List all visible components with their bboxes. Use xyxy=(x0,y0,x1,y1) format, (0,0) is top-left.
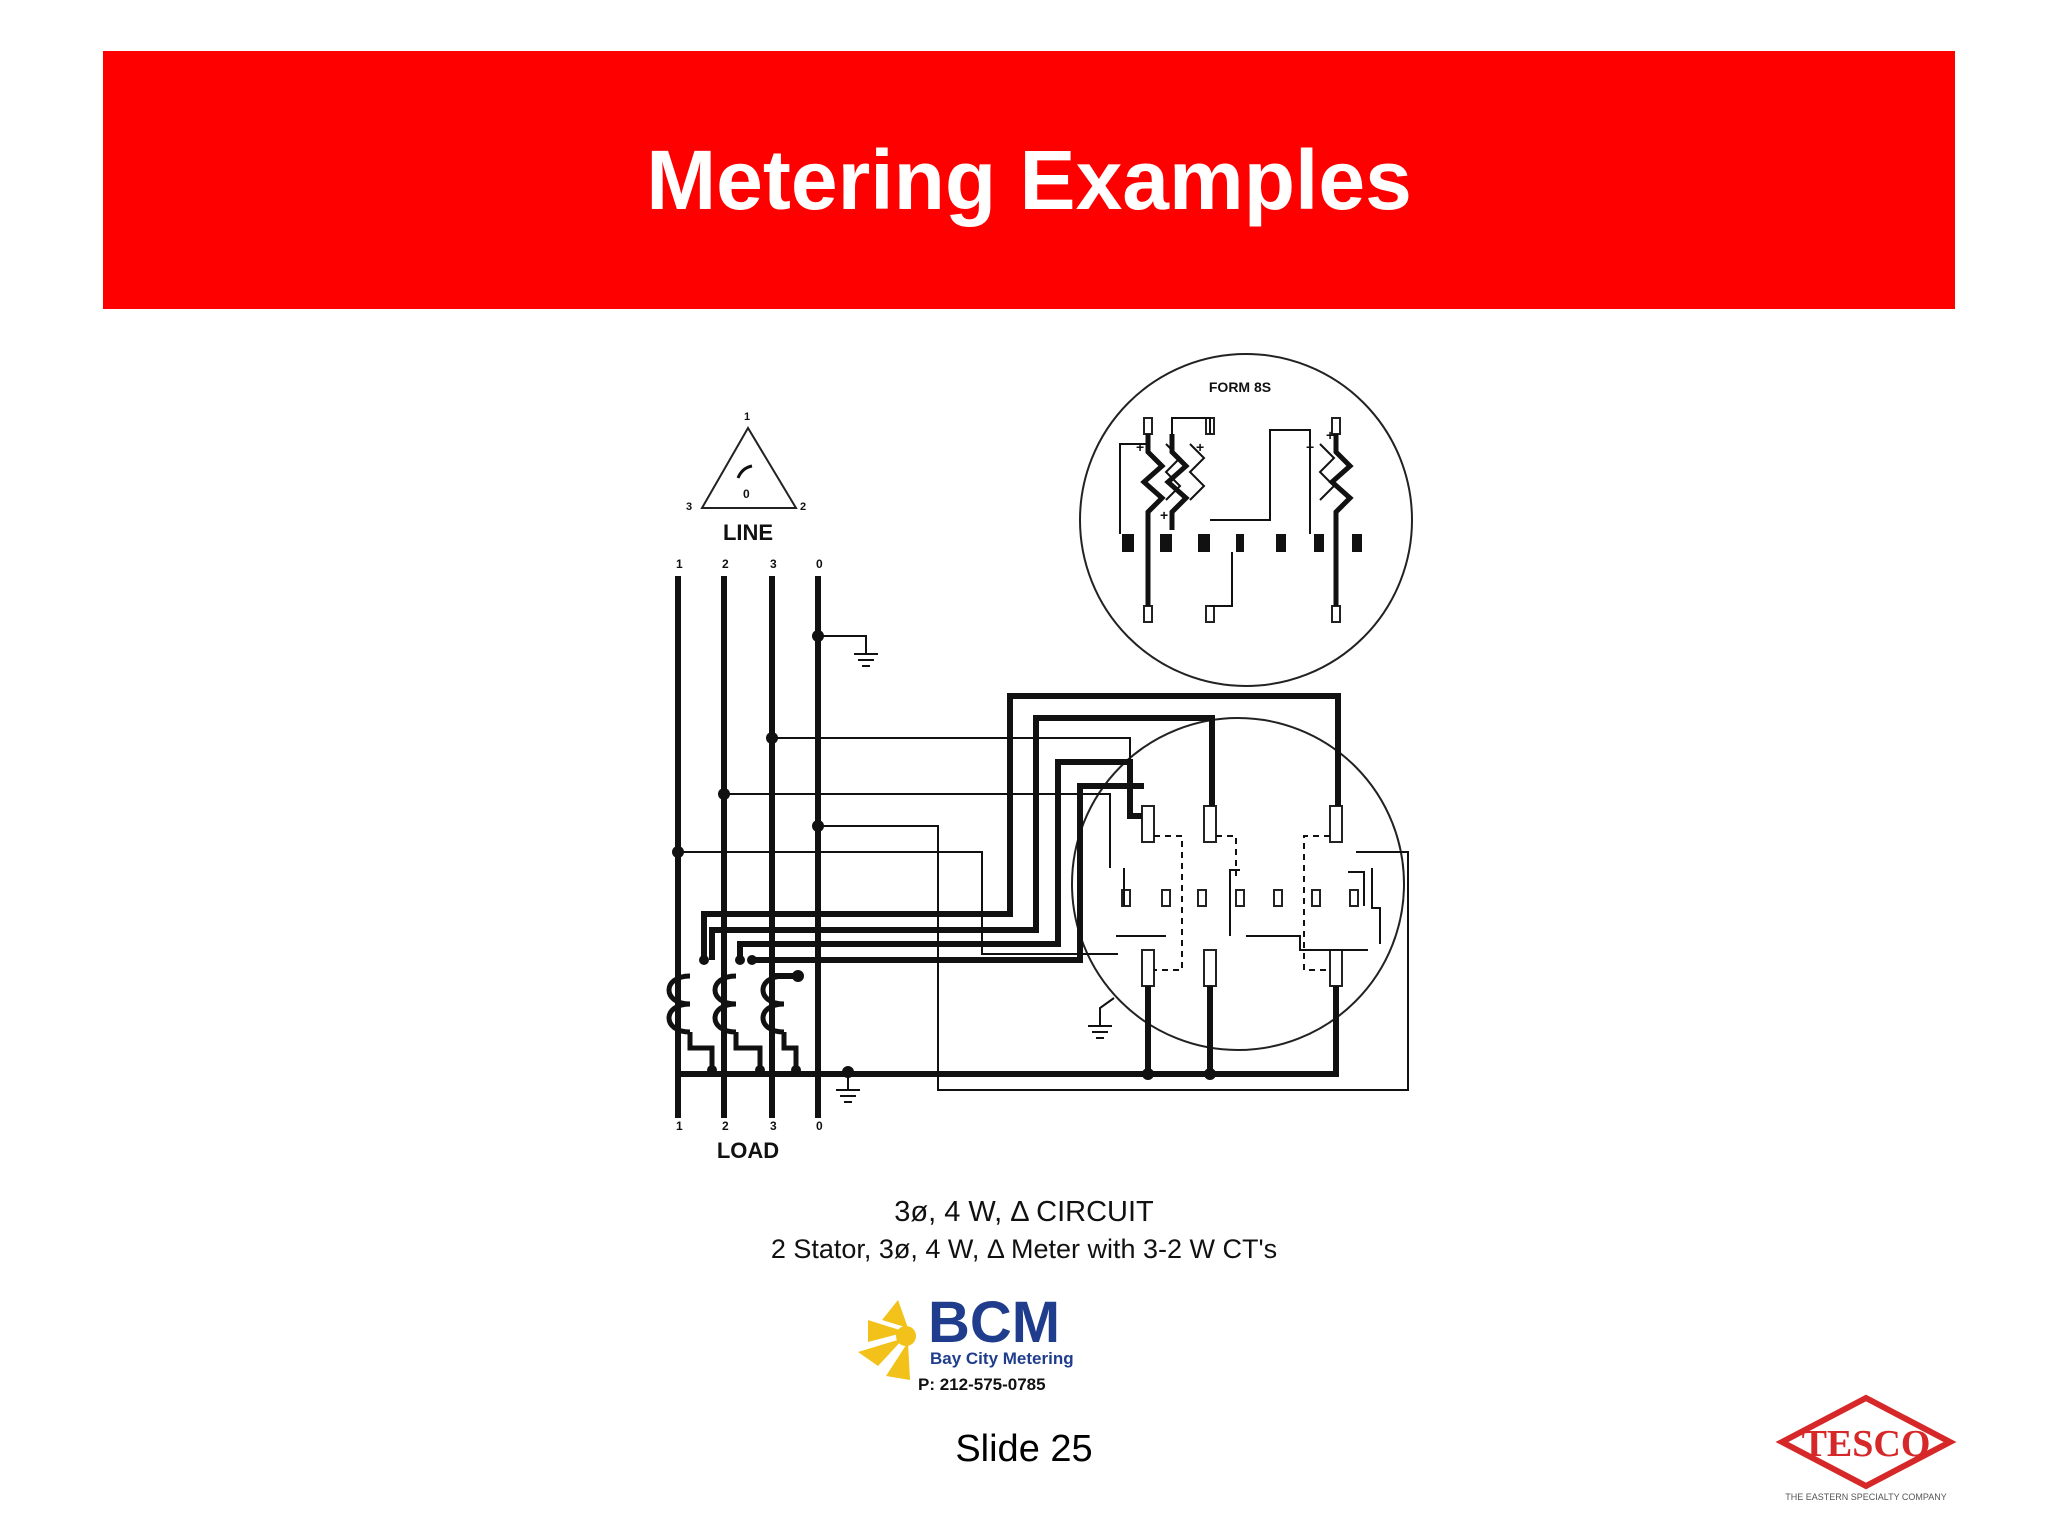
svg-text:P: 212-575-0785: P: 212-575-0785 xyxy=(918,1375,1046,1394)
tesco-logo: TESCO THE EASTERN SPECIALTY COMPANY xyxy=(1775,1394,1957,1502)
svg-text:0: 0 xyxy=(816,557,823,571)
svg-text:+: + xyxy=(1160,507,1168,523)
bus-lines xyxy=(675,576,821,1118)
form-8s-meter: FORM 8S xyxy=(1079,353,1413,687)
svg-text:TESCO: TESCO xyxy=(1802,1423,1931,1465)
svg-text:+: + xyxy=(1136,439,1144,455)
meter-socket xyxy=(1071,717,1405,1051)
svg-text:1: 1 xyxy=(676,557,683,571)
svg-text:3: 3 xyxy=(770,557,777,571)
circuit-caption: 3ø, 4 W, Δ CIRCUIT xyxy=(894,1196,1154,1228)
svg-text:3: 3 xyxy=(770,1119,777,1133)
load-label: LOAD xyxy=(717,1138,779,1163)
svg-text:3: 3 xyxy=(686,501,692,513)
line-label: LINE xyxy=(723,520,773,545)
svg-text:0: 0 xyxy=(743,487,750,501)
svg-text:2: 2 xyxy=(722,557,729,571)
svg-text:1: 1 xyxy=(744,411,750,423)
bcm-logo: BCM Bay City Metering P: 212-575-0785 xyxy=(858,1290,1074,1394)
title-bar: Metering Examples xyxy=(103,51,1955,309)
svg-text:1: 1 xyxy=(676,1119,683,1133)
svg-text:+: + xyxy=(1326,427,1334,443)
form-label: FORM 8S xyxy=(1209,379,1271,395)
svg-text:+: + xyxy=(1196,439,1204,455)
svg-text:THE EASTERN SPECIALTY COMPANY: THE EASTERN SPECIALTY COMPANY xyxy=(1785,1492,1947,1502)
svg-text:+: + xyxy=(1306,439,1314,455)
page-title: Metering Examples xyxy=(646,132,1412,227)
slide-number: Slide 25 xyxy=(955,1428,1093,1470)
svg-text:0: 0 xyxy=(816,1119,823,1133)
svg-text:2: 2 xyxy=(722,1119,729,1133)
svg-text:Bay City Metering: Bay City Metering xyxy=(930,1349,1074,1368)
wiring-diagram: FORM 8S xyxy=(666,353,1413,1163)
current-transformers xyxy=(666,973,799,1070)
svg-text:2: 2 xyxy=(800,501,806,513)
svg-text:BCM: BCM xyxy=(928,1290,1060,1355)
meter-caption: 2 Stator, 3ø, 4 W, Δ Meter with 3-2 W CT… xyxy=(770,1234,1278,1264)
line-delta-triangle: 1 3 2 0 LINE xyxy=(686,411,806,545)
